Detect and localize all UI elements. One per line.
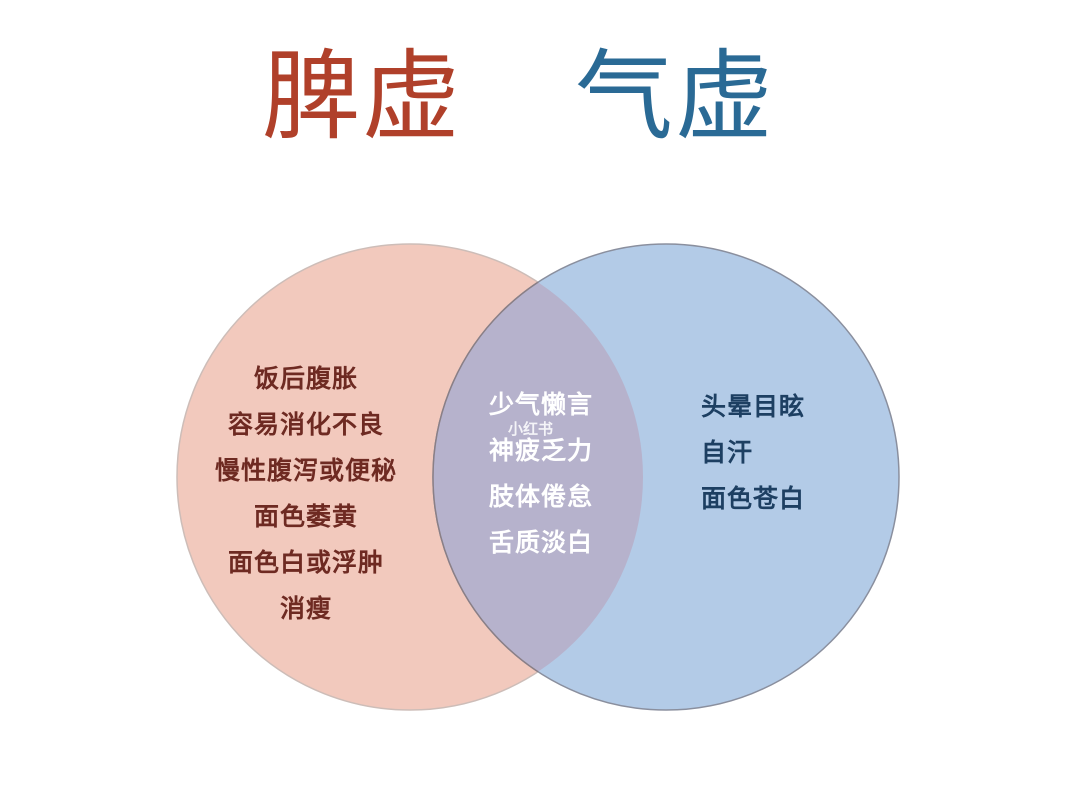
symptom-item: 消瘦 xyxy=(279,594,332,623)
symptom-item: 饭后腹胀 xyxy=(253,364,358,393)
symptom-item: 自汗 xyxy=(701,438,754,467)
spleen-only-symptoms: 饭后腹胀 容易消化不良 慢性腹泻或便秘 面色萎黄 面色白或浮肿 消瘦 xyxy=(190,356,422,632)
overlap-region xyxy=(433,244,643,710)
symptom-item: 容易消化不良 xyxy=(227,410,384,439)
symptom-item: 头晕目眩 xyxy=(701,392,806,421)
title-spleen-deficiency: 脾虚 xyxy=(262,40,463,154)
qi-only-symptoms: 头晕目眩 自汗 面色苍白 xyxy=(701,384,805,522)
symptom-item: 面色白或浮肿 xyxy=(227,548,384,577)
symptom-item: 神疲乏力 xyxy=(488,436,593,465)
title-qi-deficiency: 气虚 xyxy=(575,40,776,154)
symptom-item: 舌质淡白 xyxy=(488,528,593,557)
symptom-item: 慢性腹泻或便秘 xyxy=(214,456,397,485)
symptom-item: 肢体倦怠 xyxy=(488,482,593,511)
symptom-item: 面色萎黄 xyxy=(253,502,358,531)
watermark: 小红书 xyxy=(508,420,554,438)
symptom-item: 少气懒言 xyxy=(488,390,593,419)
shared-symptoms: 少气懒言 神疲乏力 肢体倦怠 舌质淡白 xyxy=(474,382,608,566)
symptom-item: 面色苍白 xyxy=(701,484,806,513)
